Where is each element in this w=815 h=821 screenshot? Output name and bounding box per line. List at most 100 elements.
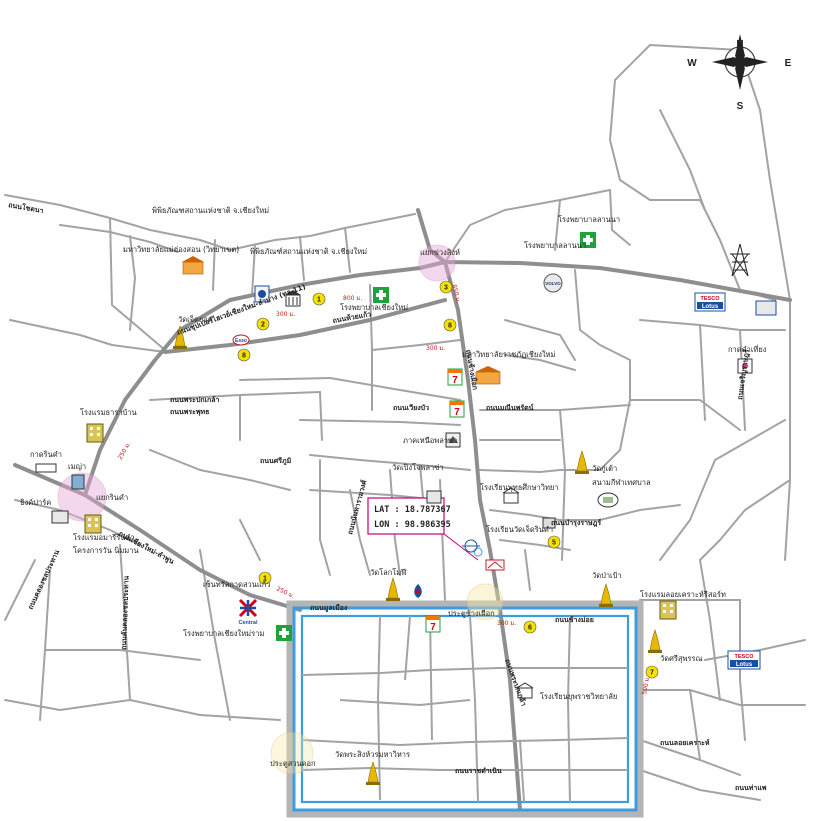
hospital-icon (276, 625, 292, 641)
marker-7: 7 (645, 665, 659, 679)
svg-text:5: 5 (552, 540, 556, 547)
gas-station-icon (414, 584, 422, 598)
road-label: ถนนบำรุงราษฎร์ (551, 518, 601, 527)
central-logo-icon: Central (239, 598, 258, 626)
label-kad-luang: กาดคำเที่ยง (728, 344, 767, 354)
temple-icon (173, 324, 187, 349)
svg-text:1: 1 (317, 297, 321, 304)
power-tower-icon (730, 243, 750, 277)
distance-label: 300 ม. (497, 620, 516, 627)
temple-icon (599, 582, 613, 607)
label-hospital-top2: โรงพยาบาลลานนา (524, 241, 586, 250)
school-icon (516, 682, 534, 699)
label-university: มหาวิทยาลัยแม่ฮ่องสอน (วิทยาเขต) (123, 245, 239, 254)
svg-text:Esso: Esso (235, 338, 247, 344)
svg-text:TESCO: TESCO (735, 654, 755, 660)
marker-8b: 8 (443, 318, 457, 332)
svg-text:8: 8 (448, 323, 452, 330)
label-central: เซ็นทรัลกาดสวนแก้ว (203, 579, 270, 589)
svg-text:2: 2 (261, 322, 265, 329)
hotel-icon (659, 600, 677, 620)
svg-text:Lotus: Lotus (702, 304, 719, 310)
mall-icon (71, 474, 85, 490)
volvo-icon: VOLVO (543, 273, 563, 293)
label-temple-center: โรงเรียนวัดเจ็ดรินคำ (486, 524, 553, 534)
khuang-sing-junction (418, 244, 456, 282)
label-wat-chiang-man: วัดโลกโมฬี (370, 568, 407, 577)
label-hospital-bottom-left: โรงพยาบาลเชียงใหม่ราม (183, 629, 264, 638)
label-wat-sri-don: วัดศรีสุพรรณ (660, 654, 702, 663)
market-icon (737, 358, 753, 374)
road-label: ถนนศรีภูมิ (260, 457, 292, 466)
old-city-streets (301, 615, 629, 803)
label-wat-jed-yod: วัดเจ็ดยอด (178, 314, 213, 324)
label-stadium: สนามกีฬาเทศบาล (592, 478, 651, 487)
road-label: ถนนมณีนพรัตน์ (486, 403, 534, 412)
compass-south: S (737, 101, 744, 112)
road-label: ถนนมูลเมือง (310, 604, 348, 613)
svg-text:7: 7 (650, 670, 654, 677)
temple-icon (386, 576, 400, 601)
hotel-icon (84, 514, 102, 534)
label-think-park: ธิงค์ปาร์ค (20, 498, 52, 507)
major-roads (13, 208, 792, 812)
marker-6: 6 (523, 620, 537, 634)
road-label: ถนนคันคลองชลประทาน (120, 575, 131, 650)
road-label: ถนนพระปกเกล้า (170, 395, 220, 404)
svg-text:TESCO: TESCO (701, 296, 721, 302)
longitude-text: LON : 98.986395 (374, 520, 451, 530)
label-school-old-city: โรงเรียนยุพราชวิทยาลัย (540, 692, 617, 701)
svg-text:Central: Central (239, 620, 258, 626)
school-icon (502, 487, 520, 504)
road-label: ถนนพระพุทธ (170, 408, 209, 416)
label-school-prince: โรงเรียนพุทธศึกษาวิทยา (480, 483, 559, 492)
coordinates-box: LAT : 18.787367 LON : 98.986395 (367, 497, 479, 561)
latitude-text: LAT : 18.787367 (374, 505, 451, 515)
road-label: ถนนท่าแพ (735, 784, 767, 792)
place-labels: พิพิธภัณฑสถานแห่งชาติ จ.เชียงใหม่ มหาวิท… (20, 206, 767, 768)
svg-text:6: 6 (528, 625, 532, 632)
suan-dok-gate-circle (270, 731, 314, 775)
number-markers: 1 2 3 8 8 5 1 6 7 (237, 280, 659, 679)
compass-rose-icon: N S E W (687, 34, 792, 112)
marker-2: 2 (256, 317, 270, 331)
marker-8a: 8 (237, 348, 251, 362)
marker-1b: 1 (258, 571, 272, 585)
building-icon (426, 490, 442, 504)
hotel-icon (86, 423, 104, 443)
university-building-icon (475, 366, 501, 385)
svg-text:1: 1 (263, 576, 267, 583)
bank-icon (445, 432, 461, 448)
ptt-station-icon (254, 285, 270, 303)
marker-1: 1 (312, 292, 326, 306)
compass-west: W (687, 58, 697, 69)
distance-label: 500 ม. (641, 675, 651, 695)
label-wat-phra-singh: วัดพระสิงห์วรมหาวิหาร (335, 750, 410, 759)
esso-station-icon: Esso (232, 334, 250, 346)
svg-text:8: 8 (242, 353, 246, 360)
museum-icon (285, 290, 301, 307)
seven-eleven-icon: 7 (449, 400, 465, 418)
mall-icon (51, 510, 69, 524)
monument-icon (462, 539, 480, 553)
svg-text:7: 7 (430, 622, 436, 633)
svg-text:3: 3 (444, 285, 448, 292)
distance-label: 300 ม. (276, 311, 295, 318)
distance-label: 300 ม. (426, 345, 445, 352)
compass-east: E (785, 58, 792, 69)
label-nimman: โครงการวัน นิมมาน (73, 546, 139, 555)
rincome-junction (57, 472, 107, 522)
svg-text:7: 7 (454, 407, 460, 418)
compass-north: N (736, 39, 743, 50)
label-rajabhat: มหาวิทยาลัยราชภัฏเชียงใหม่ (462, 350, 555, 359)
label-hotel-east: โรงแรมลอยเคราะห์รีสอร์ท (640, 590, 726, 599)
building-icon (542, 517, 556, 529)
label-kad-rin: กาดรินคำ (30, 450, 62, 459)
road-label: ถนนราชดำเนิน (455, 767, 502, 775)
svg-text:VOLVO: VOLVO (545, 281, 561, 286)
hospital-icon (373, 287, 389, 303)
label-chang-phueak-gate: ประตูช้างเผือก (448, 609, 495, 618)
tesco-lotus-icon: TESCO Lotus (694, 292, 726, 312)
label-natl-museum: พิพิธภัณฑสถานแห่งชาติ จ.เชียงใหม่ (152, 206, 269, 215)
